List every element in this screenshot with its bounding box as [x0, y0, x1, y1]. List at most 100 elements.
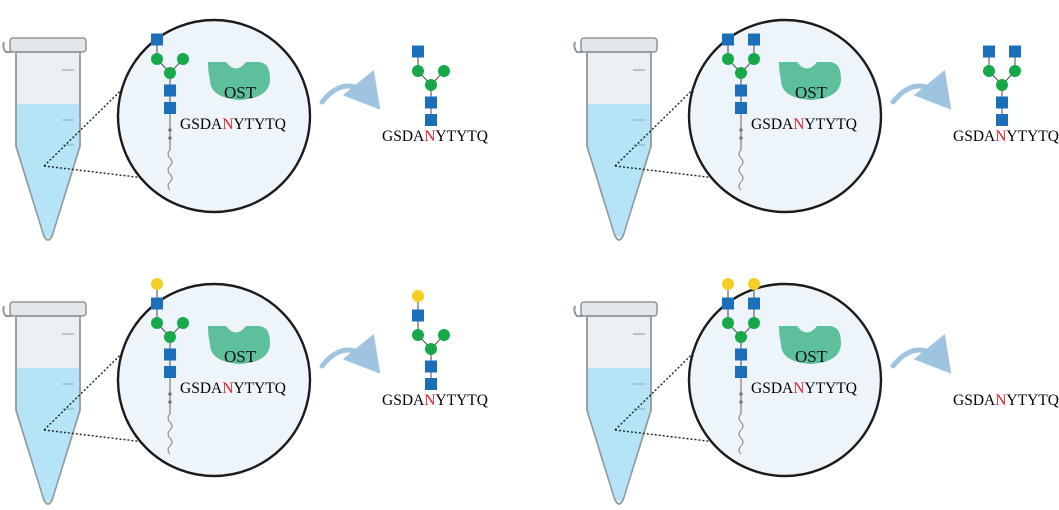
mannose-circle [164, 331, 176, 343]
ost-enzyme: OST [208, 326, 270, 366]
microcentrifuge-tube [2, 37, 87, 241]
peptide-prefix: GSDA [953, 392, 996, 409]
tube-lid [9, 301, 87, 317]
tube-lid [9, 37, 87, 53]
ost-enzyme: OST [208, 62, 270, 102]
tube-lid [580, 301, 658, 317]
mannose-circle [722, 53, 734, 65]
donor-glycan [722, 33, 760, 114]
acceptor-peptide: GSDANYTYTQ [751, 380, 857, 397]
mannose-circle [735, 331, 747, 343]
microcentrifuge-tube [2, 301, 87, 505]
tube-hinge [2, 305, 12, 317]
product-glycan [412, 45, 450, 126]
glycosylation-site-residue: N [793, 116, 804, 133]
glcnac-square [748, 297, 760, 310]
glcnac-square [164, 366, 176, 378]
glcnac-square [1009, 45, 1021, 58]
phosphate-dot [168, 136, 172, 140]
mannose-circle [983, 65, 995, 77]
lipid-tail [738, 149, 744, 191]
svg-text:GSDANYTYTQ: GSDANYTYTQ [751, 380, 857, 397]
glcnac-square [748, 33, 760, 46]
mannose-circle [748, 53, 760, 65]
glycopeptide-product: GSDANYTYTQ [382, 128, 488, 145]
svg-text:GSDANYTYTQ: GSDANYTYTQ [751, 116, 857, 133]
reaction-arrow [890, 69, 952, 110]
tube-liquid [17, 368, 79, 502]
mannose-circle [412, 65, 424, 77]
tube-liquid [17, 104, 79, 238]
microcentrifuge-tube [573, 37, 658, 241]
glcnac-square [425, 360, 437, 373]
phosphate-dot [739, 392, 743, 396]
unglycosylated-peptide: GSDANYTYTQ [953, 392, 1059, 409]
panel-3: OST GSDANYTYTQ GSDANYTYTQ [2, 278, 488, 505]
glycopeptide-product: GSDANYTYTQ [953, 128, 1059, 145]
enzyme-label: OST [224, 347, 257, 366]
glycosylation-site-residue: N [995, 392, 1006, 409]
glcnac-square [996, 96, 1008, 109]
peptide-prefix: GSDA [382, 128, 425, 145]
peptide-suffix: YTYTQ [804, 116, 857, 133]
acceptor-peptide: GSDANYTYTQ [751, 116, 857, 133]
mannose-circle [438, 65, 450, 77]
ost-enzyme: OST [779, 326, 841, 366]
mannose-circle [722, 317, 734, 329]
lipid-linker [738, 114, 744, 191]
glcnac-square [996, 114, 1008, 126]
phosphate-dot [168, 400, 172, 404]
reaction-arrow [890, 333, 952, 374]
galactose-circle [722, 278, 734, 290]
reaction-arrow [319, 69, 381, 110]
zoom-line [43, 315, 161, 431]
glycosylation-site-residue: N [424, 128, 435, 145]
phosphate-dot [739, 136, 743, 140]
lipid-tail [738, 413, 744, 455]
acceptor-peptide: GSDANYTYTQ [180, 380, 286, 397]
glcnac-square [164, 348, 176, 361]
glycosylation-site-residue: N [222, 116, 233, 133]
donor-glycan [722, 278, 760, 378]
glcnac-square [151, 33, 163, 46]
peptide-suffix: YTYTQ [1006, 128, 1059, 145]
glcnac-square [983, 45, 995, 58]
lipid-linker [738, 378, 744, 455]
lipid-linker [167, 378, 173, 455]
zoom-line [614, 51, 732, 167]
svg-text:GSDANYTYTQ: GSDANYTYTQ [953, 392, 1059, 409]
svg-text:GSDANYTYTQ: GSDANYTYTQ [382, 128, 488, 145]
mannose-circle [996, 79, 1008, 91]
mannose-circle [412, 329, 424, 341]
mannose-circle [151, 317, 163, 329]
peptide-suffix: YTYTQ [1006, 392, 1059, 409]
peptide-prefix: GSDA [180, 116, 223, 133]
glcnac-square [735, 366, 747, 378]
lipid-tail [167, 413, 173, 455]
product-glycan [412, 290, 450, 390]
donor-glycan [151, 33, 189, 114]
mannose-circle [425, 343, 437, 355]
microcentrifuge-tube [573, 301, 658, 505]
enzyme-label: OST [795, 83, 828, 102]
mannose-circle [151, 53, 163, 65]
mannose-circle [177, 317, 189, 329]
panel-1: OST GSDANYTYTQ GSDANYTYTQ [2, 18, 488, 241]
lipid-linker [167, 114, 173, 191]
galactose-circle [151, 278, 163, 290]
mannose-circle [425, 79, 437, 91]
peptide-suffix: YTYTQ [233, 380, 286, 397]
glycosylation-site-residue: N [222, 380, 233, 397]
glycopeptide-product: GSDANYTYTQ [382, 392, 488, 409]
panel-2: OST GSDANYTYTQ GSDANYTYTQ [573, 18, 1059, 241]
panel-4: OST GSDANYTYTQ GSDANYTYTQ [573, 278, 1059, 505]
zoom-line [614, 315, 732, 431]
glcnac-square [425, 96, 437, 109]
glcnac-square [412, 45, 424, 58]
peptide-prefix: GSDA [180, 380, 223, 397]
glycosylation-site-residue: N [793, 380, 804, 397]
phosphate-dot [168, 392, 172, 396]
glcnac-square [735, 102, 747, 114]
